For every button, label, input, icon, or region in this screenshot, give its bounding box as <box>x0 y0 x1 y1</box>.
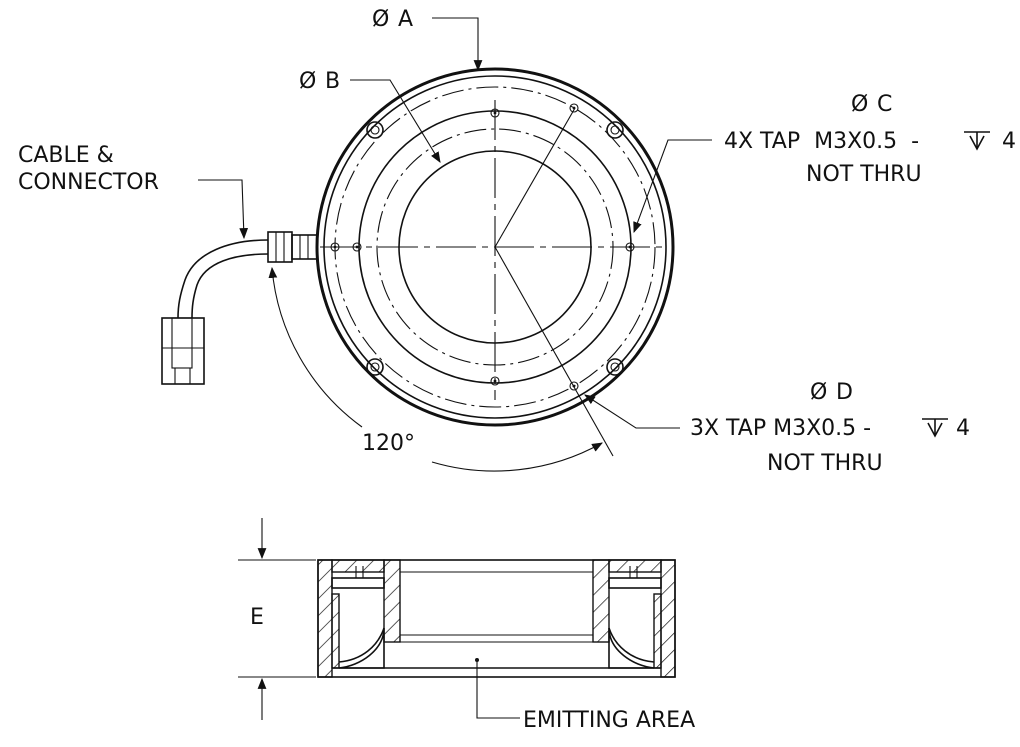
tap-4x-label: 4X TAP M3X0.5 - <box>724 129 919 154</box>
left-wall-section <box>317 559 333 678</box>
tap-hole-4x <box>490 376 500 386</box>
section-view <box>317 559 676 678</box>
diameter-icon: Ø <box>851 92 868 117</box>
angle-dimension <box>268 266 603 472</box>
mounting-screw <box>606 121 624 139</box>
leader-tap-3x <box>584 394 680 429</box>
left-reflector <box>338 627 385 669</box>
right-reflector <box>608 627 655 669</box>
dia-d-label: D <box>836 380 853 405</box>
depth-arrow-icon <box>922 418 948 438</box>
mounting-screw <box>366 121 384 139</box>
tap-3x-note: NOT THRU <box>767 451 883 476</box>
mounting-screw <box>366 358 384 376</box>
height-dimension <box>238 518 316 720</box>
radial-line-lower <box>494 246 614 457</box>
radial-line-upper <box>494 107 576 248</box>
diameter-icon: Ø <box>810 380 827 405</box>
diameter-icon: Ø <box>299 69 316 94</box>
dia-b-label: B <box>325 69 340 94</box>
tap-3x-label: 3X TAP M3X0.5 - <box>690 416 871 441</box>
cable-label-line2: CONNECTOR <box>18 170 159 195</box>
leader-cable <box>198 179 249 240</box>
tap-hole-3x <box>569 381 579 391</box>
tap-4x-note: NOT THRU <box>806 162 922 187</box>
angle-label: 120° <box>362 431 415 456</box>
top-view <box>315 67 675 457</box>
tap-hole-3x <box>569 103 579 113</box>
tap-hole-3x <box>352 242 362 252</box>
mounting-screw <box>606 358 624 376</box>
tap-3x-depth: 4 <box>956 416 970 441</box>
leader-dia-a <box>432 17 483 72</box>
depth-arrow-icon <box>964 131 990 151</box>
height-label: E <box>250 605 264 630</box>
emitting-area-point <box>475 658 479 662</box>
cable-and-connector <box>161 231 318 385</box>
dia-a-label: A <box>398 7 413 32</box>
tap-4x-depth: 4 <box>1002 129 1016 154</box>
tap-hole-4x <box>330 242 340 252</box>
emitting-area-label: EMITTING AREA <box>523 708 695 733</box>
right-wall-section <box>660 559 676 678</box>
diameter-icon: Ø <box>372 7 389 32</box>
leader-emitting-area <box>476 662 520 719</box>
tap-hole-4x <box>490 108 500 118</box>
tap-hole-4x <box>625 242 635 252</box>
cable-label-line1: CABLE & <box>18 143 114 168</box>
leader-tap-4x <box>633 139 712 234</box>
dia-c-label: C <box>877 92 892 117</box>
leader-dia-b <box>350 79 441 163</box>
